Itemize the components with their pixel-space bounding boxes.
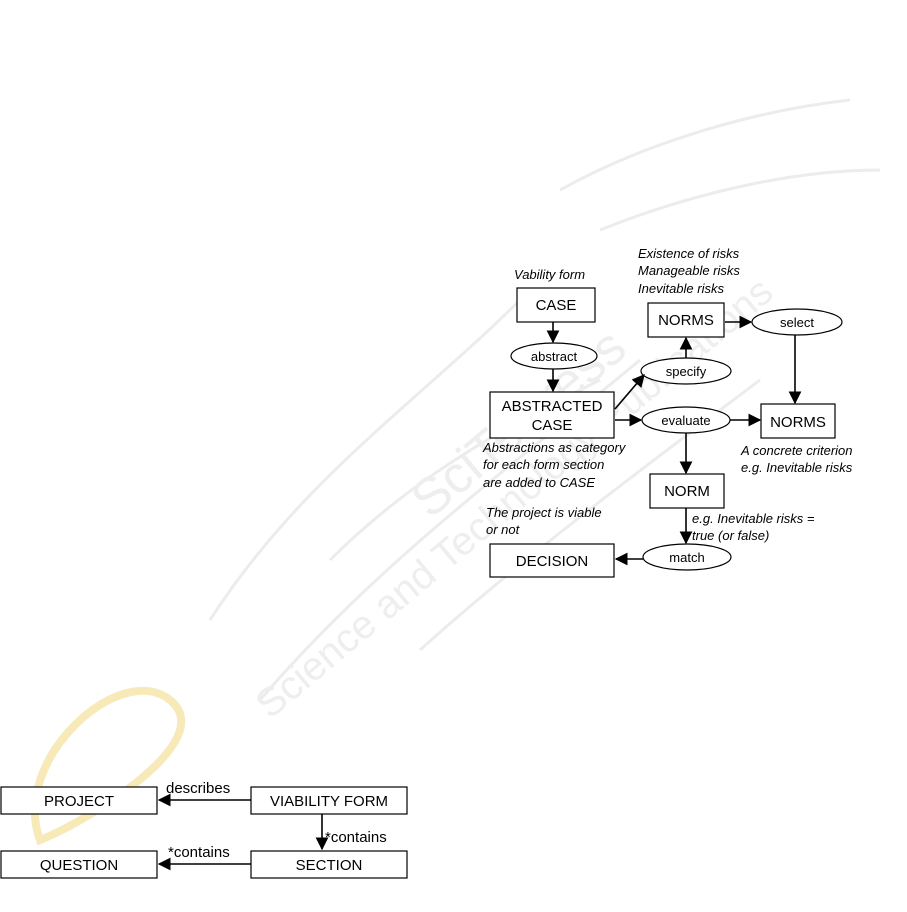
annotation-risks-1: Existence of risks <box>638 246 740 261</box>
case-box <box>516 287 596 323</box>
question-box <box>0 850 158 879</box>
abstracted-case-label-2: CASE <box>532 417 573 434</box>
class-diagram: PROJECT VIABILITY FORM QUESTION SECTION … <box>0 780 408 879</box>
annotation-risks-3: Inevitable risks <box>638 281 724 296</box>
abstract-label: abstract <box>531 349 578 364</box>
flow-diagram: Vability form Existence of risks Managea… <box>482 246 853 578</box>
evaluate-label: evaluate <box>661 413 710 428</box>
decision-label: DECISION <box>516 553 589 570</box>
match-label: match <box>669 550 704 565</box>
annotation-abstractions-3: are added to CASE <box>483 475 595 490</box>
annotation-abstractions-1: Abstractions as category <box>482 440 627 455</box>
viability-form-box <box>250 786 408 815</box>
decision-box <box>489 543 615 578</box>
project-box <box>0 786 158 815</box>
case-label: CASE <box>536 297 577 314</box>
section-box <box>250 850 408 879</box>
annotation-viable-2: or not <box>486 522 521 537</box>
annotation-risks-2: Manageable risks <box>638 263 740 278</box>
specify-label: specify <box>666 364 707 379</box>
annotation-eg-2: true (or false) <box>692 528 769 543</box>
annotation-criterion-2: e.g. Inevitable risks <box>741 460 853 475</box>
norm-box <box>649 473 725 509</box>
select-label: select <box>780 315 814 330</box>
viability-form-label: VIABILITY FORM <box>270 793 388 810</box>
norm-label: NORM <box>664 483 710 500</box>
relation-describes: describes <box>166 780 230 797</box>
annotation-eg-1: e.g. Inevitable risks = <box>692 511 815 526</box>
annotation-criterion-1: A concrete criterion <box>740 443 853 458</box>
relation-contains-question: *contains <box>168 844 230 861</box>
norms-top-label: NORMS <box>658 312 714 329</box>
annotation-viability-form: Vability form <box>514 267 585 282</box>
relation-contains-section: *contains <box>325 829 387 846</box>
abstracted-case-label-1: ABSTRACTED <box>502 398 603 415</box>
norms-right-label: NORMS <box>770 414 826 431</box>
section-label: SECTION <box>296 857 363 874</box>
abstracted-case-box <box>489 391 615 439</box>
question-label: QUESTION <box>40 857 118 874</box>
arrow-abstracted-to-specify <box>614 374 645 410</box>
project-label: PROJECT <box>44 793 114 810</box>
annotation-viable-1: The project is viable <box>486 505 602 520</box>
annotation-abstractions-2: for each form section <box>483 457 604 472</box>
